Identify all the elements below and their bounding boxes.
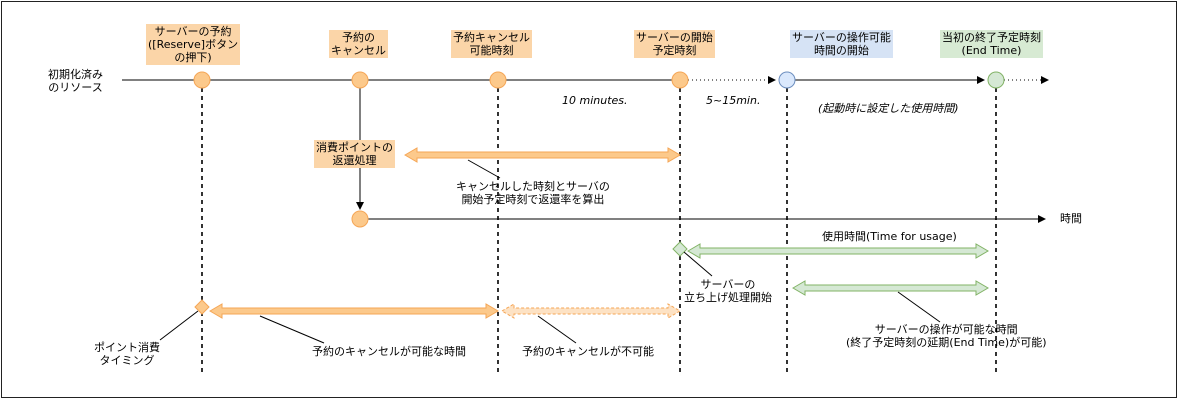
label-cancel-impossible: 予約のキャンセルが不可能: [522, 345, 654, 358]
label-refund-process: 消費ポイントの 返還処理: [314, 140, 395, 168]
usage-range-arrow: [687, 243, 989, 259]
operable-range-arrow: [792, 280, 989, 296]
label-cancel-possible: 予約のキャンセルが可能な時間: [312, 345, 466, 358]
label-usage-at-launch: (起動時に設定した使用時間): [818, 102, 959, 115]
callout-point-consumption: [159, 310, 199, 341]
label-five-to-fifteen: 5~15min.: [706, 94, 761, 107]
refund-range-arrow: [404, 147, 681, 163]
label-server-operable-start: サーバーの操作可能 時間の開始: [790, 30, 893, 58]
label-reserve-press: サーバーの予約 ([Reserve]ボタン の押下): [146, 24, 241, 65]
label-server-scheduled-start: サーバーの開始 予定時刻: [634, 30, 715, 58]
label-resource-initialized: 初期化済み のリソース: [48, 68, 103, 94]
callout-operable: [897, 291, 941, 323]
label-operable-period: サーバーの操作が可能な時間 (終了予定時刻の延期(End Time)が可能): [846, 323, 1047, 349]
label-time-axis: 時間: [1060, 212, 1082, 225]
milestone-operable-circle: [778, 71, 796, 89]
callout-startup: [683, 251, 713, 277]
cancel-impossible-arrow: [501, 303, 681, 319]
label-startup-begin: サーバーの 立ち上げ処理開始: [684, 278, 772, 304]
label-ten-minutes: 10 minutes.: [562, 94, 628, 107]
label-point-consumption: ポイント消費 タイミング: [94, 341, 160, 367]
point-consumption-diamond: [194, 299, 210, 315]
callout-cancel-impossible: [537, 315, 577, 344]
milestone-end-time-circle: [987, 71, 1005, 89]
callout-refund-note: [467, 159, 501, 179]
milestone-cancel-limit-circle: [489, 71, 507, 89]
label-cancel-possible-until: 予約キャンセル 可能時刻: [451, 30, 532, 58]
refund-circle: [351, 210, 369, 228]
callout-cancel-possible: [259, 315, 325, 344]
label-refund-calc-note: キャンセルした時刻とサーバの 開始予定時刻で返還率を算出: [456, 180, 610, 206]
milestone-server-start-circle: [671, 71, 689, 89]
milestone-cancel-circle: [351, 71, 369, 89]
label-reserve-cancel: 予約の キャンセル: [329, 30, 388, 58]
cancel-possible-arrow: [209, 303, 499, 319]
label-original-end-time: 当初の終了予定時刻 (End Time): [940, 30, 1043, 58]
milestone-reserve-circle: [193, 71, 211, 89]
startup-diamond: [672, 241, 688, 257]
label-usage-time: 使用時間(Time for usage): [822, 230, 957, 243]
